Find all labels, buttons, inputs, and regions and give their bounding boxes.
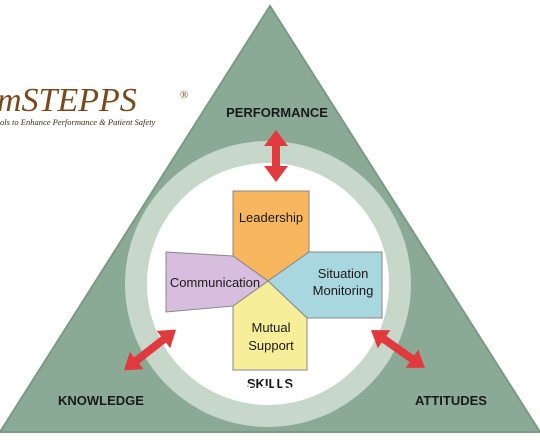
mutual-label-line1: Mutual: [251, 320, 290, 335]
attitudes-label: ATTITUDES: [415, 393, 487, 408]
performance-arrow: [264, 130, 288, 182]
logo-main-text: mSTEPPS: [0, 82, 137, 119]
logo-tagline: ols to Enhance Performance & Patient Saf…: [0, 117, 156, 127]
situation-monitoring-box: [267, 251, 383, 319]
skills-diagram: Leadership Communication Situation Monit…: [165, 190, 383, 371]
communication-label: Communication: [170, 275, 260, 290]
leadership-label: Leadership: [239, 210, 303, 225]
performance-label: PERFORMANCE: [226, 105, 328, 120]
attitudes-arrow: [370, 330, 426, 368]
teamstepps-logo: mSTEPPS ® ols to Enhance Performance & P…: [0, 82, 194, 127]
logo-registered-mark: ®: [180, 89, 188, 101]
communication-box: [165, 251, 269, 313]
knowledge-arrow: [123, 329, 177, 371]
mutual-label-line2: Support: [248, 338, 294, 353]
knowledge-label: KNOWLEDGE: [58, 393, 144, 408]
situation-label-line2: Monitoring: [313, 283, 374, 298]
skills-label: SKILLS: [247, 376, 294, 391]
situation-label-line1: Situation: [318, 266, 369, 281]
